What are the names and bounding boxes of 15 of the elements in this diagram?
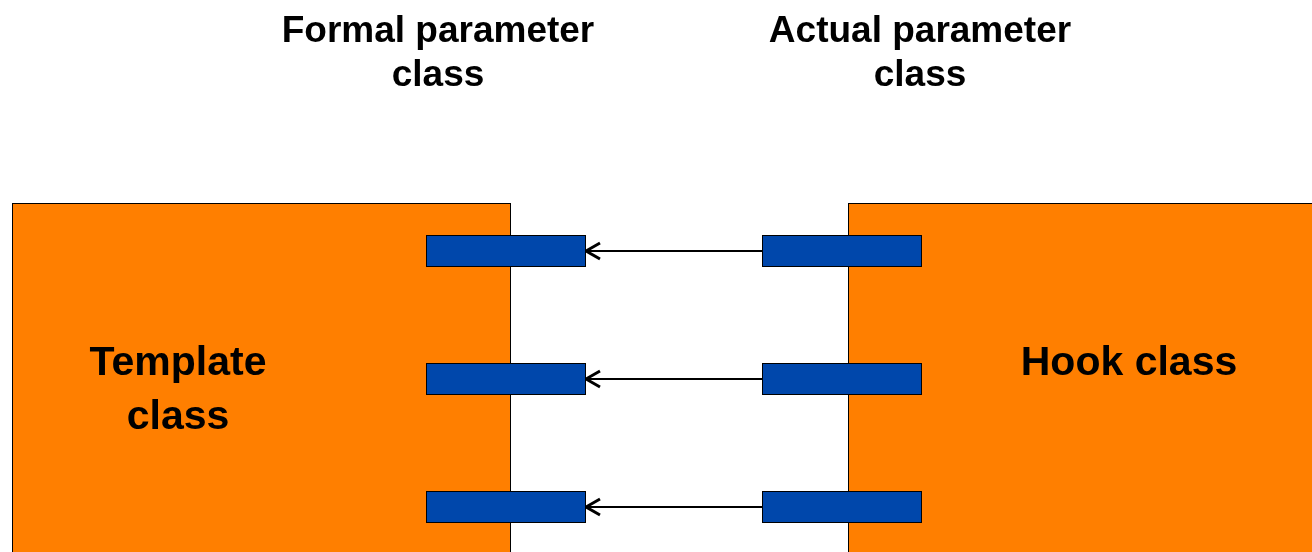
class-box: [12, 203, 511, 552]
column-heading: Formal parameter class: [280, 8, 596, 96]
parameter-bar: [426, 363, 586, 395]
parameter-bar: [762, 235, 922, 267]
arrow: [584, 497, 763, 517]
class-box: [848, 203, 1312, 552]
class-name: Template class: [88, 337, 268, 440]
parameter-bar: [426, 235, 586, 267]
arrow: [584, 369, 763, 389]
column-heading: Actual parameter class: [767, 8, 1073, 96]
parameter-bar: [762, 363, 922, 395]
parameter-bar: [426, 491, 586, 523]
parameter-bar: [762, 491, 922, 523]
class-name: Hook class: [1019, 337, 1239, 386]
arrow: [584, 241, 763, 261]
